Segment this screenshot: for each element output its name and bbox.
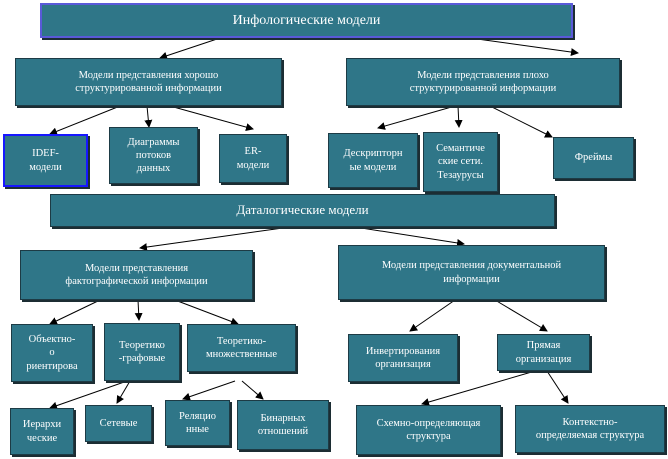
arrow-factographic-to-graph	[134, 299, 143, 321]
set-theoretic-node: Теоретико- множественные	[187, 324, 296, 372]
network-node: Сетевые	[85, 405, 152, 442]
arrow-documentary-to-inverted	[409, 299, 456, 332]
context-defined-structure-node: Контекстно- определяемая структура	[515, 405, 665, 453]
poorly-structured-models-node: Модели представления плохо структурирова…	[346, 58, 620, 106]
arrow-set-to-relational	[182, 380, 236, 401]
frames-node: Фреймы	[553, 137, 634, 179]
graph-theoretic-node: Теоретико -графовые	[104, 323, 180, 381]
arrow-infological-to-poorly	[469, 37, 579, 56]
arrow-poorly-to-descriptor	[377, 105, 456, 130]
datalogical-models-title: Даталогические модели	[50, 194, 555, 227]
schema-defining-structure-node: Схемно-определяющая структура	[356, 405, 501, 455]
arrow-factographic-to-set	[174, 299, 239, 326]
data-flow-diagrams-node: Диаграммы потоков данных	[109, 127, 198, 184]
inverted-organization-node: Инвертирования организация	[348, 334, 458, 382]
factographic-models-node: Модели представления фактографической ин…	[20, 250, 253, 300]
object-oriented-node: Объектно- о риентирова	[11, 324, 93, 382]
idef-models-node: IDEF- модели	[3, 134, 88, 187]
well-structured-models-node: Модели представления хорошо структуриров…	[15, 58, 282, 106]
arrow-poorly-to-frames	[489, 105, 553, 138]
arrow-set-to-binary	[241, 380, 264, 400]
arrow-poorly-to-semantic	[454, 105, 463, 128]
documentary-models-node: Модели представления документальной инфо…	[338, 245, 605, 300]
binary-relations-node: Бинарных отношений	[237, 400, 329, 450]
arrow-infological-to-well	[159, 37, 221, 60]
arrow-datalogical-to-documentary	[354, 226, 465, 247]
arrow-direct-to-context	[546, 370, 569, 404]
hierarchical-node: Иерархи ческие	[10, 408, 74, 455]
arrow-graph-to-hierarchical	[49, 380, 128, 410]
arrow-datalogical-to-factographic	[139, 226, 291, 251]
arrow-documentary-to-direct	[494, 299, 548, 332]
arrow-factographic-to-object	[49, 299, 101, 325]
arrow-well-to-dfd	[144, 105, 153, 128]
semantic-networks-node: Семантиче ские сети. Тезаурусы	[423, 132, 498, 192]
er-models-node: ER- модели	[219, 134, 287, 183]
infological-models-title: Инфологические модели	[40, 3, 573, 38]
arrow-graph-to-network	[116, 380, 131, 404]
descriptor-models-node: Дескрипторн ые модели	[328, 133, 418, 188]
relational-node: Реляцио нные	[165, 400, 230, 446]
arrow-well-to-er	[169, 105, 254, 131]
direct-organization-node: Прямая организация	[497, 334, 590, 371]
